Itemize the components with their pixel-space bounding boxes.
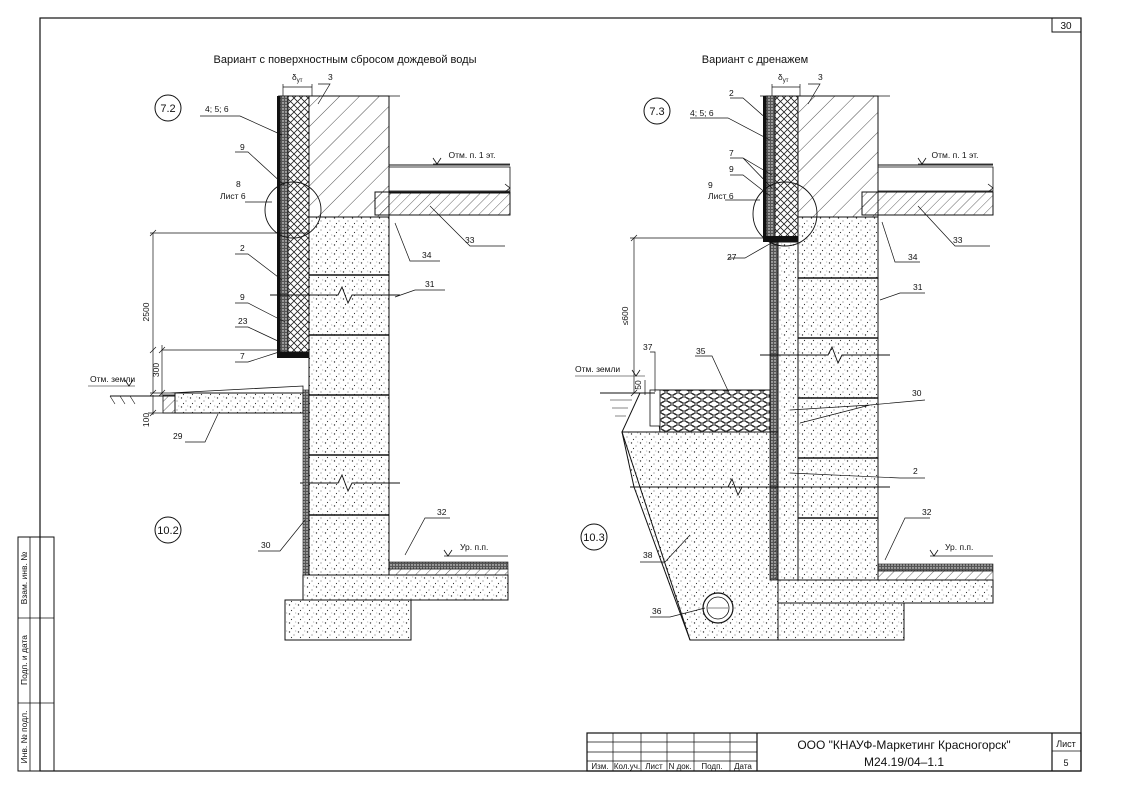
tb-col-izm: Изм. [591, 762, 608, 771]
right-label-2a: 2 [729, 88, 734, 98]
left-label-29: 29 [173, 431, 183, 441]
right-ground-mark: Отм. земли [575, 364, 620, 374]
right-label-7: 7 [729, 148, 734, 158]
left-label-34: 34 [422, 250, 432, 260]
sheet-frame [39, 17, 1082, 772]
left-ground-mark: Отм. земли [90, 374, 135, 384]
right-detail: Вариант с дренажем Отм. п. 1 эт. [575, 54, 994, 641]
tb-sheet-number: 5 [1063, 758, 1068, 768]
stamp-inv-podl: Инв. № подл. [19, 711, 29, 764]
right-label-31: 31 [913, 282, 923, 292]
right-dim-50: 50 [633, 380, 643, 390]
left-label-30: 30 [261, 540, 271, 550]
right-title: Вариант с дренажем [702, 54, 808, 66]
right-label-33: 33 [953, 235, 963, 245]
right-node-bottom: 10.3 [583, 532, 604, 544]
corner-page-number: 30 [1060, 21, 1072, 32]
left-dim-2500: 2500 [141, 302, 151, 321]
tb-col-kolich: Кол.уч. [614, 762, 640, 771]
right-label-3: 3 [818, 72, 823, 82]
tb-code: М24.19/04–1.1 [864, 755, 944, 769]
left-label-456: 4; 5; 6 [205, 104, 229, 114]
left-label-9a: 9 [240, 142, 245, 152]
left-title: Вариант с поверхностным сбросом дождевой… [214, 54, 477, 66]
right-label-34: 34 [908, 252, 918, 262]
left-node-bottom: 10.2 [157, 525, 178, 537]
tb-col-ndok: N док. [669, 762, 692, 771]
left-label-7: 7 [240, 351, 245, 361]
left-label-31: 31 [425, 279, 435, 289]
right-label-30: 30 [912, 388, 922, 398]
left-ppl-mark: Ур. п.п. [460, 542, 488, 552]
right-label-9b: 9 [708, 180, 713, 190]
right-label-35: 35 [696, 346, 706, 356]
right-label-2b: 2 [913, 466, 918, 476]
left-stamp: Взам. инв. № Подп. и дата Инв. № подл. [17, 536, 55, 772]
title-block: Изм. Кол.уч. Лист N док. Подп. Дата ООО … [586, 732, 1082, 772]
right-label-36: 36 [652, 606, 662, 616]
left-label-23: 23 [238, 316, 248, 326]
right-floor-mark: Отм. п. 1 эт. [932, 150, 979, 160]
right-dim-600: ≤600 [620, 306, 630, 325]
tb-company: ООО "КНАУФ-Маркетинг Красногорск" [797, 738, 1010, 752]
right-label-list6: Лист 6 [708, 191, 734, 201]
left-label-33: 33 [465, 235, 475, 245]
right-node-top: 7.3 [649, 106, 664, 118]
left-dim-300: 300 [151, 363, 161, 377]
left-label-list6: Лист 6 [220, 191, 246, 201]
right-label-37: 37 [643, 342, 653, 352]
left-detail: Вариант с поверхностным сбросом дождевой… [88, 54, 511, 641]
left-dim-100: 100 [141, 413, 151, 427]
stamp-podp-data: Подп. и дата [19, 635, 29, 685]
left-label-32: 32 [437, 507, 447, 517]
left-node-top: 7.2 [160, 103, 175, 115]
right-label-9a: 9 [729, 164, 734, 174]
right-label-456: 4; 5; 6 [690, 108, 714, 118]
tb-col-data: Дата [734, 762, 752, 771]
stamp-zam-inv: Взам. инв. № [19, 552, 29, 605]
right-label-32: 32 [922, 507, 932, 517]
right-label-27: 27 [727, 252, 737, 262]
left-label-2: 2 [240, 243, 245, 253]
tb-sheet-label: Лист [1056, 739, 1076, 749]
left-label-8: 8 [236, 179, 241, 189]
right-delta: δут [778, 72, 789, 84]
right-ppl-mark: Ур. п.п. [945, 542, 973, 552]
left-label-9b: 9 [240, 292, 245, 302]
left-label-3: 3 [328, 72, 333, 82]
left-delta: δут [292, 72, 303, 84]
tb-col-podp: Подп. [701, 762, 722, 771]
left-floor-mark: Отм. п. 1 эт. [449, 150, 496, 160]
right-label-38: 38 [643, 550, 653, 560]
corner-page-box [1051, 17, 1082, 33]
tb-col-list: Лист [645, 762, 663, 771]
